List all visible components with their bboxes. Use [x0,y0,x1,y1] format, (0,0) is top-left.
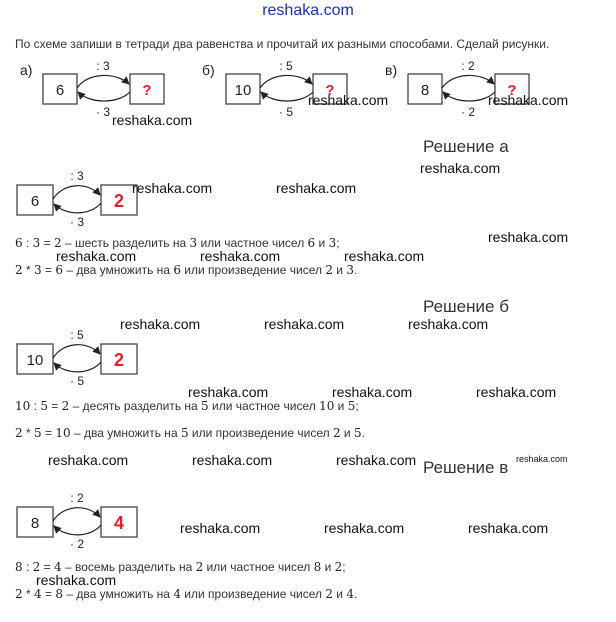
solution-c-diagram: 8 4 : 2 · 2 [16,491,138,551]
scheme-b-right-box [312,73,348,105]
watermark: reshaka.com [476,384,557,400]
watermark: reshaka.com [132,180,213,196]
scheme-c-right-box [494,73,530,105]
solution-b-line-2: 2 * 5 = 10 – два умножить на 5 или произ… [15,426,365,440]
watermark: reshaka.com [420,160,501,176]
watermark: reshaka.com [336,452,417,468]
solution-b-right-value: 2 [114,350,124,370]
solution-c-bottom-arrow [53,524,102,536]
scheme-c-bottom-op: · 2 [461,105,475,119]
solution-a-line-1: 6 : 3 = 2 – шесть разделить на 3 или час… [15,236,340,250]
solution-a-heading: Решение а [423,137,509,156]
solution-a-right-value: 2 [114,191,124,211]
scheme-a-bottom-op: · 3 [96,105,110,119]
watermark: reshaka.com [200,248,281,264]
watermark: reshaka.com [36,572,117,588]
scheme-a-diagram: 6 ? : 3 · 3 [42,59,165,119]
scheme-label-a: а) [20,62,33,78]
solution-b-bottom-op: · 5 [70,374,84,387]
watermark: reshaka.com [264,316,345,332]
solution-b-top-op: : 5 [70,328,84,342]
solution-c-right-box [100,506,138,538]
scheme-a-bottom-arrow [77,91,131,102]
solution-a-left-box [16,184,54,216]
watermark: reshaka.com [120,316,201,332]
scheme-a-right-box [129,73,165,105]
scheme-label-b: б) [202,62,215,78]
solution-a-bottom-op: · 3 [70,215,84,228]
watermark: reshaka.com [56,248,137,264]
scheme-a-right-value: ? [142,82,151,99]
solution-a-bottom-arrow [53,202,102,214]
solution-b-left-value: 10 [27,352,44,369]
scheme-c-bottom-arrow [442,91,496,102]
solution-a-top-arrow [52,185,101,200]
solution-a-diagram: 6 2 : 3 · 3 [16,169,138,228]
solution-b-right-box [100,343,138,375]
solution-b-heading: Решение б [423,297,509,316]
solution-c-line-2: 2 * 4 = 8 – два умножить на 4 или произв… [15,587,358,601]
watermark: reshaka.com [276,180,357,196]
scheme-c-right-value: ? [507,82,516,99]
site-title[interactable]: reshaka.com [262,2,354,19]
watermark: reshaka.com [488,229,569,245]
solution-b-left-box [16,343,54,375]
solution-c-line-1: 8 : 2 = 4 – восемь разделить на 2 или ча… [15,560,346,574]
scheme-c-top-op: : 2 [461,59,475,73]
watermark: reshaka.com [188,384,269,400]
solution-b-line-1: 10 : 5 = 2 – десять разделить на 5 или ч… [15,399,359,413]
solution-a-top-op: : 3 [70,169,84,183]
scheme-b-top-op: : 5 [279,59,293,73]
scheme-a-top-arrow [76,74,130,89]
solution-c-heading: Решение в [423,458,509,477]
watermark: reshaka.com [48,452,129,468]
solution-c-left-value: 8 [31,515,39,532]
solution-c-top-arrow [52,507,101,522]
watermark: reshaka.com [332,384,413,400]
solution-c-left-box [16,506,54,538]
scheme-c-left-value: 8 [421,82,429,99]
scheme-c-diagram: 8 ? : 2 · 2 [407,59,530,119]
watermark: reshaka.com [324,520,405,536]
scheme-b-left-value: 10 [235,82,252,99]
solution-b-diagram: 10 2 : 5 · 5 [16,328,138,387]
watermark: reshaka.com [308,92,389,108]
scheme-label-c: в) [385,62,398,78]
solution-a-right-box [100,184,138,216]
watermark: reshaka.com [408,316,489,332]
solution-c-bottom-op: · 2 [70,537,84,551]
task-text: По схеме запиши в тетради два равенства … [15,37,550,51]
watermark: reshaka.com [468,520,549,536]
scheme-a-left-value: 6 [56,82,64,99]
solution-a-line-2: 2 * 3 = 6 – два умножить на 6 или произв… [15,263,358,277]
scheme-b-left-box [225,73,261,105]
watermark-small: reshaka.com [516,454,568,464]
solution-b-bottom-arrow [53,361,102,373]
scheme-a-left-box [42,73,78,105]
watermark: reshaka.com [488,92,569,108]
solution-c-right-value: 4 [114,513,124,533]
watermark: reshaka.com [192,452,273,468]
scheme-c-top-arrow [441,74,495,89]
scheme-b-diagram: 10 ? : 5 · 5 [225,59,348,119]
scheme-b-top-arrow [259,74,313,89]
watermark: reshaka.com [180,520,261,536]
scheme-a-top-op: : 3 [96,59,110,73]
solution-c-top-op: : 2 [70,491,84,505]
solution-b-top-arrow [52,344,101,359]
watermark: reshaka.com [112,112,193,128]
watermark: reshaka.com [344,248,425,264]
solution-a-left-value: 6 [31,193,39,210]
scheme-b-bottom-arrow [260,91,314,102]
scheme-b-right-value: ? [325,82,334,99]
scheme-b-bottom-op: · 5 [279,105,293,119]
scheme-c-left-box [407,73,443,105]
